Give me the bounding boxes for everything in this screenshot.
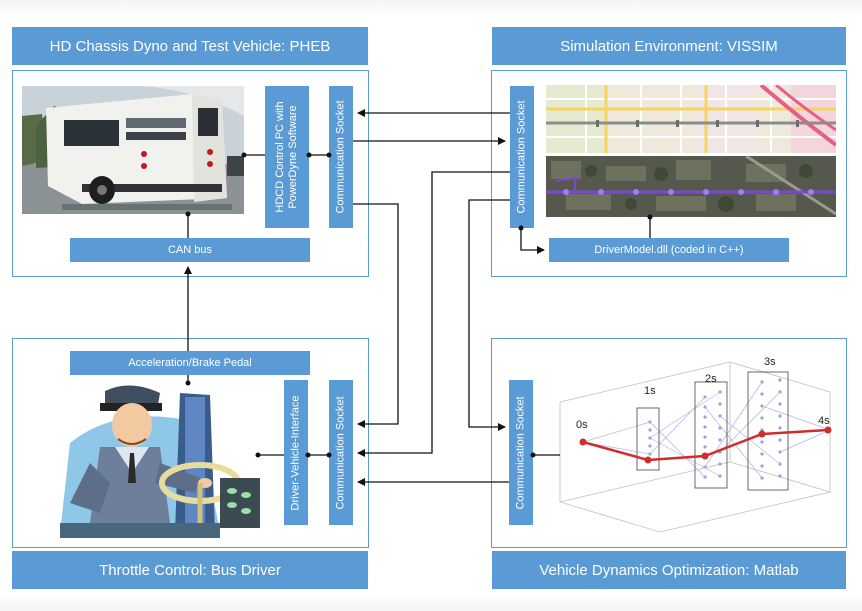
title-simulation: Simulation Environment: VISSIM	[492, 27, 846, 65]
comm-socket-vd: Communication Socket	[509, 380, 533, 525]
time-box-2s	[694, 381, 728, 489]
plot-label-0s: 0s	[576, 419, 588, 431]
plot-label-3s: 3s	[764, 356, 776, 368]
title-throttle: Throttle Control: Bus Driver	[12, 551, 368, 589]
satellite-map	[546, 156, 836, 217]
comm-socket-throttle: Communication Socket	[329, 380, 353, 525]
pedal-box: Acceleration/Brake Pedal	[70, 351, 310, 375]
bus-photo	[22, 86, 244, 214]
driver-vehicle-interface-box: Driver-Vehicle-Interface	[284, 380, 308, 525]
street-map	[546, 85, 836, 153]
comm-socket-sim: Communication Socket	[510, 86, 534, 228]
time-box-1s	[636, 407, 660, 471]
plot-label-4s: 4s	[818, 415, 830, 427]
time-box-3s	[747, 371, 789, 491]
hdcd-control-pc-box: HDCD Control PC with PowerDyne Software	[265, 86, 309, 228]
comm-socket-hd: Communication Socket	[329, 86, 353, 228]
optimization-3d-plot: 0s 1s 2s 3s 4s	[559, 356, 832, 533]
plot-label-2s: 2s	[705, 373, 717, 385]
bus-driver-clipart	[60, 385, 260, 538]
title-hd-chassis: HD Chassis Dyno and Test Vehicle: PHEB	[12, 27, 368, 65]
plot-label-1s: 1s	[644, 385, 656, 397]
title-vehicle-dynamics: Vehicle Dynamics Optimization: Matlab	[492, 551, 846, 589]
can-bus-box: CAN bus	[70, 238, 310, 262]
driver-model-box: DriverModel.dll (coded in C++)	[549, 238, 789, 262]
